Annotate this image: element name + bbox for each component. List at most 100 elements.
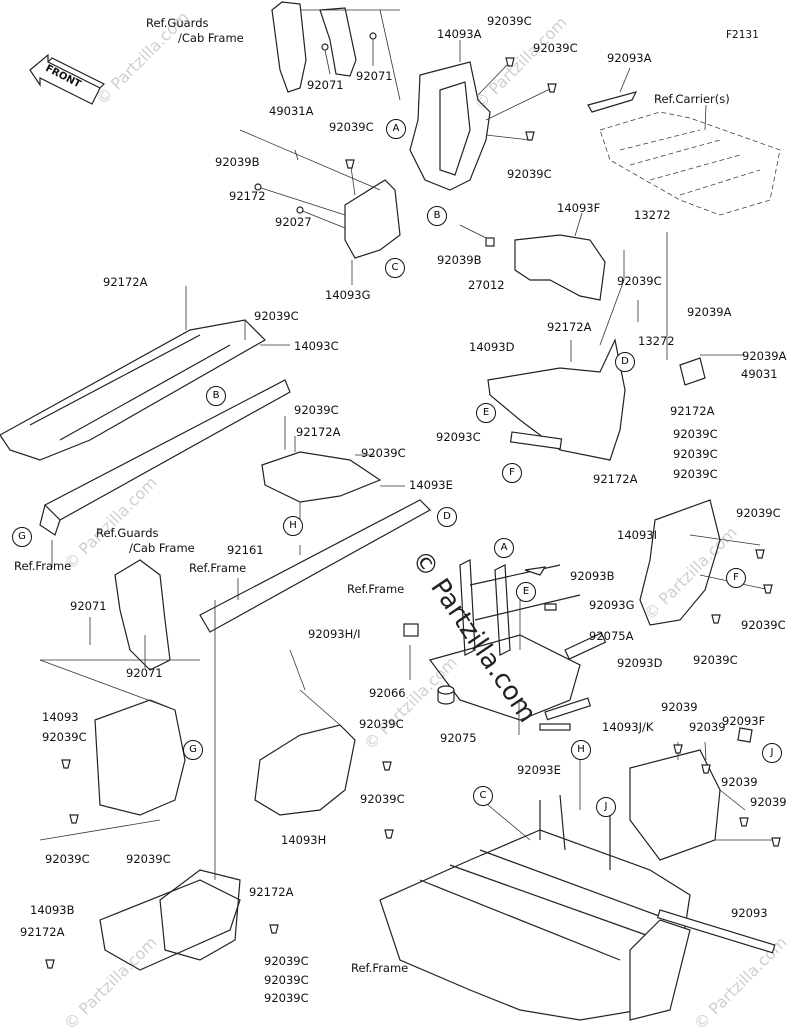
part-14093H-shape: [254, 689, 394, 839]
part-14093C-shape: [0, 286, 290, 461]
label-27012: 27012: [468, 278, 505, 292]
ref-frame-mid-shape: [199, 499, 431, 691]
part-14093JK-shape: [629, 727, 781, 861]
label-92039C-j: 92039C: [673, 447, 718, 461]
label-92039B-a: 92039B: [215, 155, 260, 169]
label-92039C-r: 92039C: [45, 852, 90, 866]
callout-e: E: [516, 582, 536, 602]
label-92093F: 92093F: [722, 714, 766, 728]
callout-g: G: [183, 740, 203, 760]
label-92071-c: 92071: [70, 599, 107, 613]
part-14093B-shape: [45, 600, 279, 971]
label-92039B-b: 92039B: [437, 253, 482, 267]
label-92093B: 92093B: [570, 569, 615, 583]
callout-c: C: [385, 258, 405, 278]
label-92039C-s: 92039C: [126, 852, 171, 866]
label-92071-a: 92071: [307, 78, 344, 92]
label-92039C-d: 92039C: [507, 167, 552, 181]
label-92039C-h: 92039C: [673, 427, 718, 441]
label-92172-a: 92172: [229, 189, 266, 203]
callout-h: H: [571, 740, 591, 760]
label-14093A: 14093A: [437, 27, 482, 41]
diagram-id: F2131: [726, 29, 759, 41]
label-92075: 92075: [440, 731, 477, 745]
label-ref-frame-b: Ref.Frame: [189, 561, 247, 575]
label-92172A-d: 92172A: [296, 425, 341, 439]
callout-f: F: [726, 568, 746, 588]
part-14093A-shape: [409, 40, 557, 191]
label-92071-d: 92071: [126, 666, 163, 680]
label-ref-guards-top: Ref.Guards: [146, 16, 209, 30]
label-92039C-l: 92039C: [736, 506, 781, 520]
callout-d: D: [615, 352, 635, 372]
callout-a: A: [494, 538, 514, 558]
label-92039C-t: 92039C: [264, 954, 309, 968]
label-92093C: 92093C: [436, 430, 481, 444]
label-92039C-c: 92039C: [329, 120, 374, 134]
callout-a: A: [386, 119, 406, 139]
label-92172A-b: 92172A: [547, 320, 592, 334]
callout-e: E: [476, 403, 496, 423]
label-14093JK: 14093J/K: [602, 720, 654, 734]
label-92172A-f: 92172A: [249, 885, 294, 899]
label-92039C-b: 92039C: [533, 41, 578, 55]
label-ref-guards-mid: Ref.Guards: [96, 526, 159, 540]
label-14093H: 14093H: [281, 833, 327, 847]
part-14093G-shape: [239, 129, 401, 285]
label-92039C-f: 92039C: [254, 309, 299, 323]
label-ref-frame-c: Ref.Frame: [347, 582, 405, 596]
label-14093E: 14093E: [409, 478, 453, 492]
label-92172A-e: 92172A: [593, 472, 638, 486]
ref-guards-mid-shape: [40, 559, 200, 671]
label-cab-frame-mid: /Cab Frame: [129, 541, 195, 555]
ref-frame-lower-shape: [379, 755, 776, 1021]
part-14093-shape: [39, 659, 186, 841]
label-92039C-k: 92039C: [673, 467, 718, 481]
label-92071-b: 92071: [356, 69, 393, 83]
label-92039C-q: 92039C: [360, 792, 405, 806]
label-92093E: 92093E: [517, 763, 561, 777]
callout-b: B: [427, 206, 447, 226]
label-ref-frame-a: Ref.Frame: [14, 559, 72, 573]
label-92039-d: 92039: [750, 795, 787, 809]
label-92039C-n: 92039C: [693, 653, 738, 667]
label-92039A-b: 92039A: [742, 349, 787, 363]
label-92039C-p: 92039C: [359, 717, 404, 731]
ref-carrier-shape: [587, 67, 781, 216]
part-14093F-shape: [459, 212, 606, 301]
label-92093A: 92093A: [607, 51, 652, 65]
label-14093B: 14093B: [30, 903, 75, 917]
label-92093HI: 92093H/I: [308, 627, 361, 641]
label-14093G: 14093G: [325, 288, 371, 302]
part-14093E-shape: [261, 416, 405, 555]
label-92172A-g: 92172A: [20, 925, 65, 939]
label-14093F: 14093F: [557, 201, 601, 215]
label-92039-a: 92039: [661, 700, 698, 714]
label-92039-c: 92039: [721, 775, 758, 789]
callout-j: J: [762, 743, 782, 763]
callout-g: G: [12, 527, 32, 547]
label-92039C-m: 92039C: [741, 618, 786, 632]
label-cab-frame-top: /Cab Frame: [178, 31, 244, 45]
callout-j: J: [596, 797, 616, 817]
part-14093D-shape: [487, 232, 745, 461]
label-14093: 14093: [42, 710, 79, 724]
label-92039C-o: 92039C: [42, 730, 87, 744]
ref-guards-top-shape: [271, 1, 401, 101]
label-92093: 92093: [731, 906, 768, 920]
label-49031A: 49031A: [269, 104, 314, 118]
label-13272-b: 13272: [638, 334, 675, 348]
front-arrow-icon: [29, 53, 106, 105]
label-13272-a: 13272: [634, 208, 671, 222]
label-ref-frame-d: Ref.Frame: [351, 961, 409, 975]
label-92039C-i: 92039C: [361, 446, 406, 460]
label-92093D: 92093D: [617, 656, 663, 670]
label-92066: 92066: [369, 686, 406, 700]
label-92039-b: 92039: [689, 720, 726, 734]
label-14093C: 14093C: [294, 339, 339, 353]
label-49031: 49031: [741, 367, 778, 381]
label-92039C-a: 92039C: [487, 14, 532, 28]
label-92039C-g: 92039C: [294, 403, 339, 417]
